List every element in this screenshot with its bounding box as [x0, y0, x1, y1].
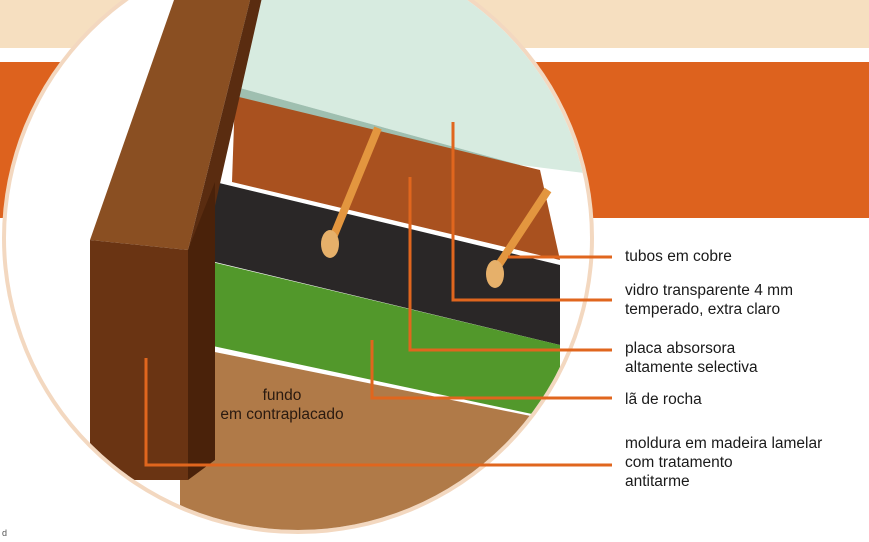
frame-top-beam-shade [188, 0, 275, 250]
footnote-mark: d [2, 528, 8, 538]
la-text: lã de rocha [625, 391, 702, 408]
leader-placa [408, 177, 612, 352]
placa-line-1: placa absorsora [625, 340, 736, 357]
vidro-line-2: temperado, extra claro [625, 301, 781, 318]
fundo-line-2: em contraplacado [220, 406, 344, 423]
black-layer [215, 182, 560, 345]
label-tubos: tubos em cobre [625, 247, 732, 266]
absorber-plate [232, 96, 560, 260]
frame-front-block [90, 240, 188, 480]
placa-line-2: altamente selectiva [625, 359, 758, 376]
copper-tube-end [321, 230, 339, 258]
frame-top-beam [90, 0, 265, 250]
tubos-text: tubos em cobre [625, 248, 732, 265]
label-vidro: vidro transparente 4 mm temperado, extra… [625, 281, 793, 319]
label-placa: placa absorsora altamente selectiva [625, 339, 758, 377]
copper-tube [494, 187, 552, 269]
copper-tube-end [486, 260, 504, 288]
glass-panel [232, 0, 590, 175]
leader-vidro [451, 122, 612, 302]
fundo-line-1: fundo [262, 387, 302, 404]
moldura-line-3: antitarme [625, 473, 690, 490]
leader-la [370, 340, 612, 400]
moldura-line-1: moldura em madeira lamelar [625, 435, 823, 452]
label-moldura: moldura em madeira lamelar com tratament… [625, 434, 822, 491]
frame-side [188, 182, 215, 480]
vidro-line-1: vidro transparente 4 mm [625, 282, 793, 299]
rock-wool-layer [208, 262, 560, 420]
leader-moldura [144, 358, 612, 467]
moldura-line-2: com tratamento [625, 454, 733, 471]
bottom-label: fundo em contraplacado [198, 386, 366, 424]
copper-tube [328, 126, 382, 242]
label-la: lã de rocha [625, 390, 702, 409]
